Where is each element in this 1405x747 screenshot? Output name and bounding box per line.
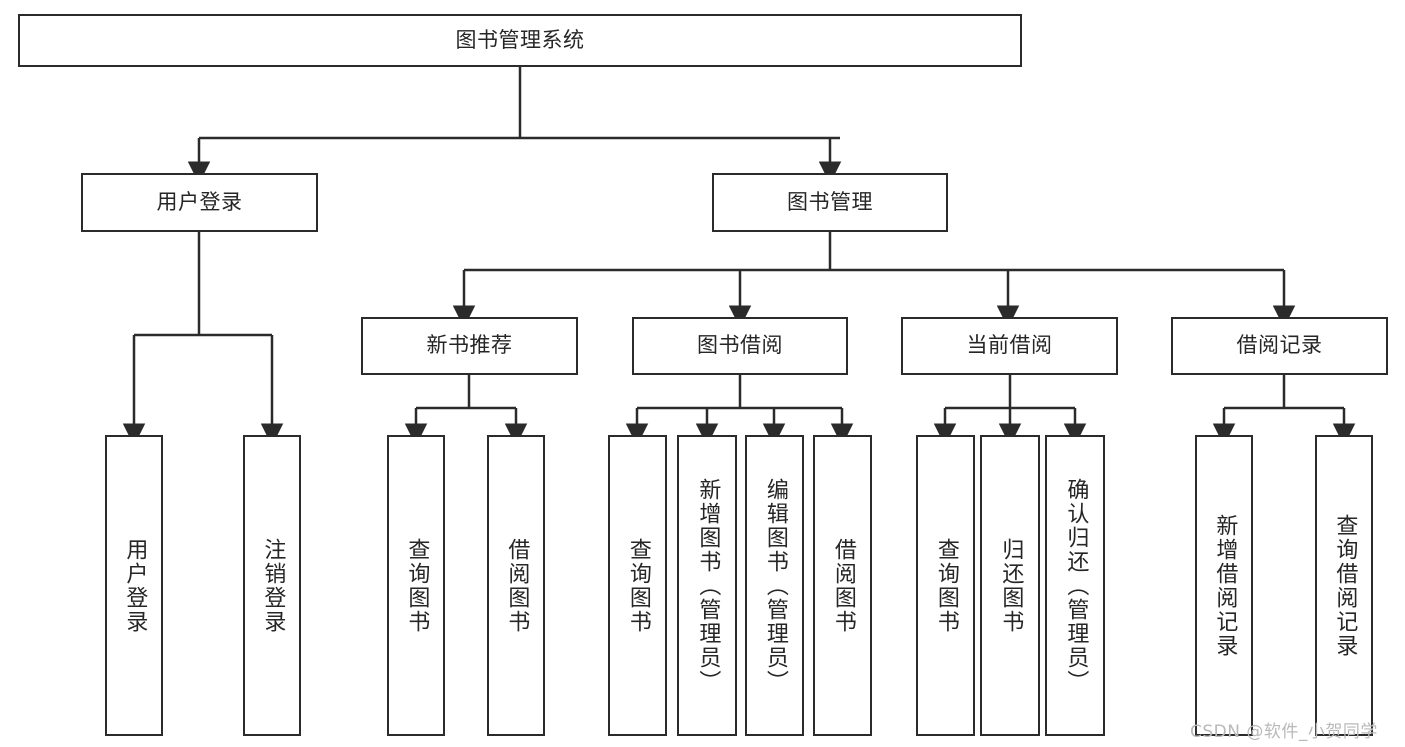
leaf-node[interactable]: 新增借阅记录 — [1195, 435, 1253, 736]
leaf-node[interactable]: 借阅图书 — [487, 435, 545, 736]
node-new-book-recommend[interactable]: 新书推荐 — [361, 317, 578, 375]
leaf-node[interactable]: 查询图书 — [916, 435, 975, 736]
node-borrow-record[interactable]: 借阅记录 — [1171, 317, 1388, 375]
node-book-borrow-label: 图书借阅 — [697, 333, 783, 358]
node-root-label: 图书管理系统 — [455, 27, 585, 52]
node-user-login[interactable]: 用户登录 — [81, 173, 318, 232]
leaf-node-label: 新增借阅记录 — [1212, 513, 1238, 658]
leaf-node[interactable]: 查询图书 — [608, 435, 667, 736]
leaf-node[interactable]: 归还图书 — [980, 435, 1040, 736]
node-book-manage-label: 图书管理 — [787, 189, 873, 214]
leaf-node-label: 确认归还（管理员） — [1063, 477, 1089, 694]
leaf-node[interactable]: 查询图书 — [387, 435, 445, 736]
leaf-node-label: 借阅图书 — [830, 537, 856, 634]
leaf-node-label: 用户登录 — [122, 537, 148, 634]
leaf-node-label: 查询图书 — [404, 537, 430, 634]
node-book-borrow[interactable]: 图书借阅 — [632, 317, 848, 375]
leaf-node[interactable]: 注销登录 — [243, 435, 301, 736]
leaf-node-label: 新增图书（管理员） — [695, 477, 721, 694]
node-book-manage[interactable]: 图书管理 — [712, 173, 948, 232]
leaf-node[interactable]: 编辑图书（管理员） — [745, 435, 804, 736]
leaf-node-label: 查询图书 — [933, 537, 959, 634]
node-user-login-label: 用户登录 — [156, 189, 243, 214]
csdn-watermark: CSDN @软件_小贺同学 — [1190, 722, 1378, 742]
node-new-book-recommend-label: 新书推荐 — [426, 333, 513, 358]
node-borrow-record-label: 借阅记录 — [1236, 333, 1323, 358]
node-current-borrow[interactable]: 当前借阅 — [901, 317, 1118, 375]
leaf-node-label: 编辑图书（管理员） — [762, 477, 788, 694]
node-root[interactable]: 图书管理系统 — [18, 14, 1022, 67]
leaf-node-label: 查询图书 — [625, 537, 651, 634]
leaf-node-label: 注销登录 — [260, 537, 286, 634]
leaf-node[interactable]: 确认归还（管理员） — [1045, 435, 1105, 736]
leaf-node[interactable]: 借阅图书 — [813, 435, 872, 736]
leaf-node[interactable]: 用户登录 — [105, 435, 163, 736]
leaf-node-label: 查询借阅记录 — [1332, 513, 1358, 658]
leaf-node-label: 归还图书 — [998, 537, 1024, 634]
leaf-node[interactable]: 新增图书（管理员） — [677, 435, 737, 736]
node-current-borrow-label: 当前借阅 — [966, 333, 1053, 358]
leaf-node-label: 借阅图书 — [504, 537, 530, 634]
leaf-node[interactable]: 查询借阅记录 — [1315, 435, 1373, 736]
